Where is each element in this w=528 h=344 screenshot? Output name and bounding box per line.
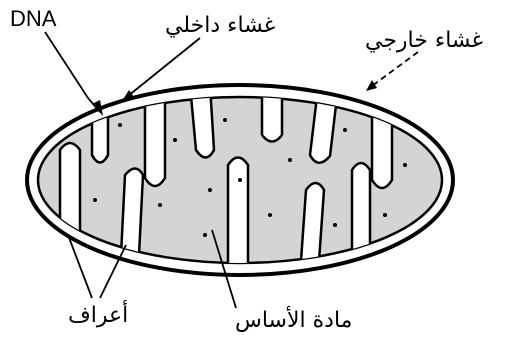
matrix-dot — [333, 223, 337, 227]
outer-membrane-arrowhead — [366, 80, 377, 91]
matrix-dot — [383, 213, 387, 217]
matrix-dot — [268, 213, 272, 217]
matrix-dot — [238, 178, 242, 182]
matrix-dot — [203, 233, 207, 237]
matrix-dot — [223, 118, 227, 122]
matrix-dot — [288, 158, 292, 162]
crista-shape — [60, 143, 80, 275]
matrix-label: مادة الأساس — [235, 310, 352, 332]
outer-membrane-pointer — [372, 52, 418, 86]
matrix-dot — [173, 138, 177, 142]
cristae-label: أعراف — [68, 305, 128, 327]
matrix-dot — [208, 188, 212, 192]
crista-shape — [228, 158, 248, 276]
matrix-dot — [158, 203, 162, 207]
matrix-dot — [93, 198, 97, 202]
outer-membrane-label: غشاء خارجي — [365, 30, 483, 52]
matrix-dot — [403, 163, 407, 167]
matrix-dot — [118, 123, 122, 127]
inner-membrane-label: غشاء داخلي — [165, 15, 275, 37]
dna-label: DNA — [10, 8, 56, 30]
matrix-dot — [343, 128, 347, 132]
dna-pointer — [45, 32, 100, 112]
